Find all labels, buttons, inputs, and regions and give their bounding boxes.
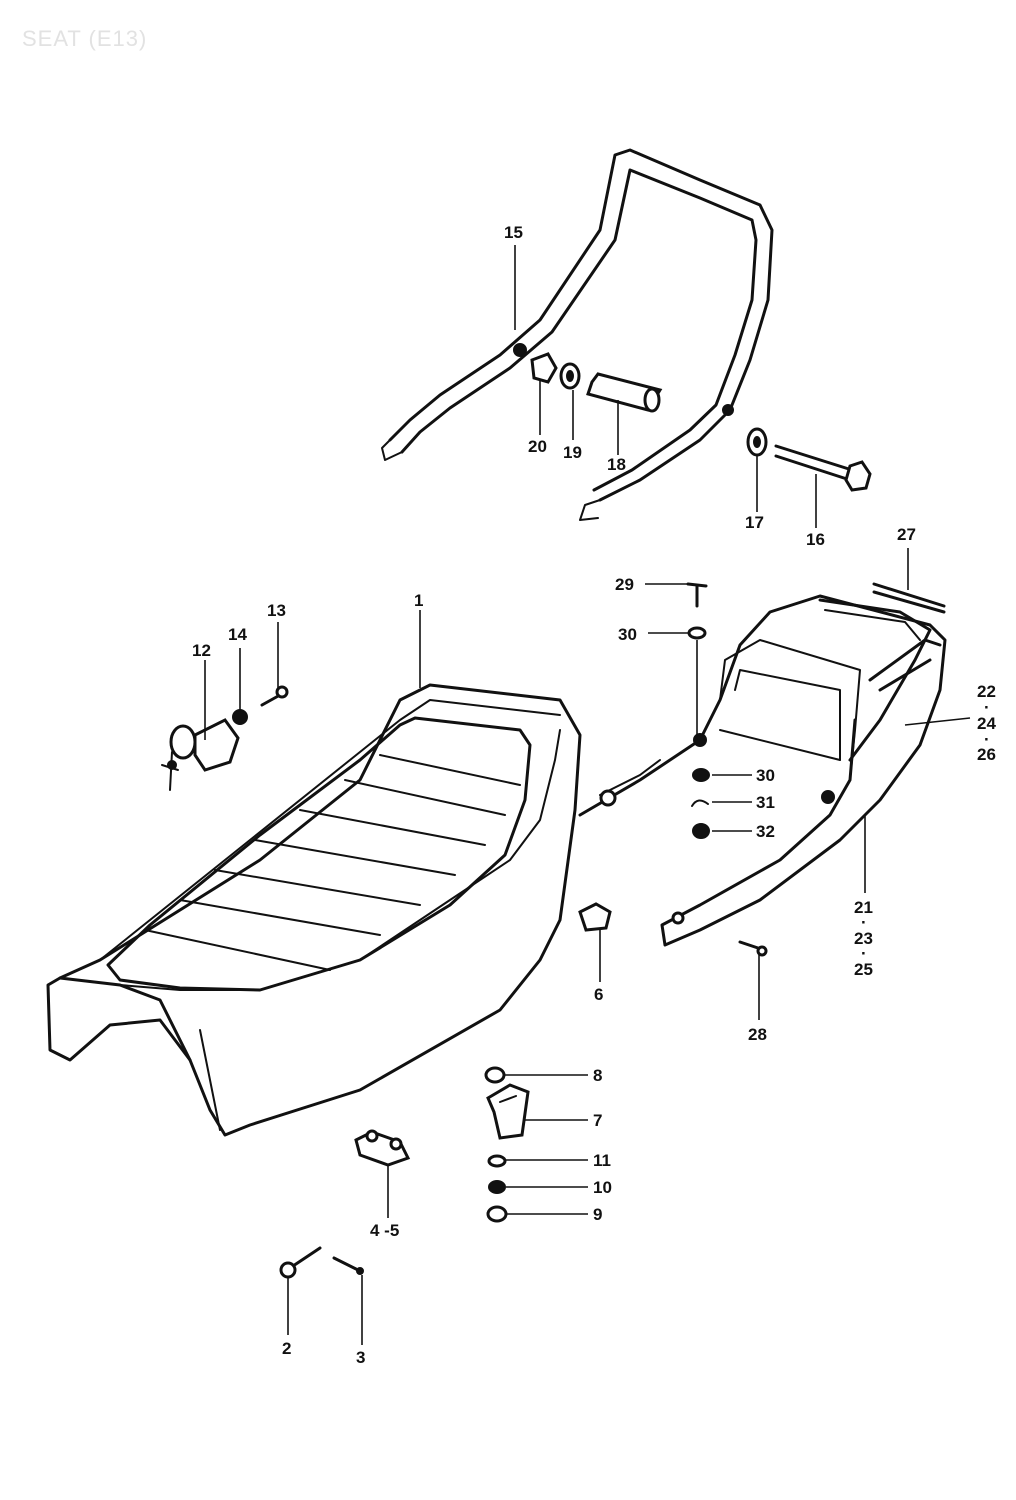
label-3: 3 bbox=[356, 1348, 365, 1367]
pin-part-2[interactable] bbox=[279, 1246, 322, 1279]
label-30-lower: 30 bbox=[756, 766, 775, 785]
label-2: 2 bbox=[282, 1339, 291, 1358]
label-26: 26 bbox=[977, 745, 996, 764]
label-29: 29 bbox=[615, 575, 634, 594]
washer-part-17[interactable] bbox=[746, 427, 768, 457]
label-21: 21 bbox=[854, 898, 873, 917]
nut-part-20[interactable] bbox=[530, 352, 558, 384]
nut-part-32[interactable] bbox=[692, 823, 710, 839]
seat-lock-part-12[interactable] bbox=[161, 718, 240, 791]
screw-part-13[interactable] bbox=[260, 685, 289, 707]
label-16: 16 bbox=[806, 530, 825, 549]
bolt-part-16[interactable] bbox=[774, 444, 872, 492]
label-18: 18 bbox=[607, 455, 626, 474]
washer-part-19[interactable] bbox=[559, 362, 581, 390]
hinge-part-4-5[interactable] bbox=[354, 1129, 411, 1167]
label-20: 20 bbox=[528, 437, 547, 456]
label-25: 25 bbox=[854, 960, 873, 979]
label-11: 11 bbox=[593, 1151, 611, 1170]
emblem-part-27[interactable] bbox=[872, 582, 946, 614]
label-13: 13 bbox=[267, 601, 286, 620]
label-24: 24 bbox=[977, 714, 996, 733]
label-30-upper: 30 bbox=[618, 625, 637, 644]
leader-lines bbox=[204, 245, 971, 1345]
seat-part-1[interactable] bbox=[46, 683, 582, 1137]
label-7: 7 bbox=[593, 1111, 602, 1130]
part-number-labels: 15 20 19 18 17 16 27 29 30 1 13 14 12 22… bbox=[192, 223, 996, 1367]
washer-part-9[interactable] bbox=[486, 1205, 508, 1223]
screw-part-28[interactable] bbox=[738, 940, 768, 957]
label-21-23-dot: · bbox=[861, 913, 867, 932]
cushion-part-6[interactable] bbox=[578, 902, 612, 932]
label-27: 27 bbox=[897, 525, 916, 544]
label-4-5: 4 -5 bbox=[370, 1221, 399, 1240]
washer-part-14[interactable] bbox=[232, 709, 248, 725]
tail-trim-part-22-24-26[interactable] bbox=[818, 598, 932, 762]
label-12: 12 bbox=[192, 641, 211, 660]
washer-part-30-lower[interactable] bbox=[692, 768, 710, 782]
label-10: 10 bbox=[593, 1178, 612, 1197]
label-23-25-dot: · bbox=[861, 944, 867, 963]
grab-rail-part-15[interactable] bbox=[381, 148, 774, 521]
label-32: 32 bbox=[756, 822, 775, 841]
label-8: 8 bbox=[593, 1066, 602, 1085]
label-17: 17 bbox=[745, 513, 764, 532]
label-1: 1 bbox=[414, 591, 423, 610]
washer-part-8[interactable] bbox=[484, 1066, 506, 1084]
label-14: 14 bbox=[228, 625, 247, 644]
catch-part-7[interactable] bbox=[486, 1083, 530, 1140]
label-24-26-dot: · bbox=[984, 730, 990, 749]
label-19: 19 bbox=[563, 443, 582, 462]
washer-part-30-upper[interactable] bbox=[687, 626, 707, 640]
screw-part-29[interactable] bbox=[686, 582, 708, 608]
washer-part-11[interactable] bbox=[487, 1154, 507, 1168]
label-6: 6 bbox=[594, 985, 603, 1004]
screw-part-3[interactable] bbox=[332, 1256, 364, 1275]
label-23: 23 bbox=[854, 929, 873, 948]
label-28: 28 bbox=[748, 1025, 767, 1044]
collar-part-18[interactable] bbox=[586, 372, 663, 413]
label-22: 22 bbox=[977, 682, 996, 701]
label-31: 31 bbox=[756, 793, 775, 812]
diagram-title: SEAT (E13) bbox=[22, 26, 148, 51]
label-9: 9 bbox=[593, 1205, 602, 1224]
clip-part-31[interactable] bbox=[691, 799, 709, 807]
label-15: 15 bbox=[504, 223, 523, 242]
label-22-24-dot: · bbox=[984, 698, 990, 717]
nut-part-10[interactable] bbox=[488, 1180, 506, 1194]
